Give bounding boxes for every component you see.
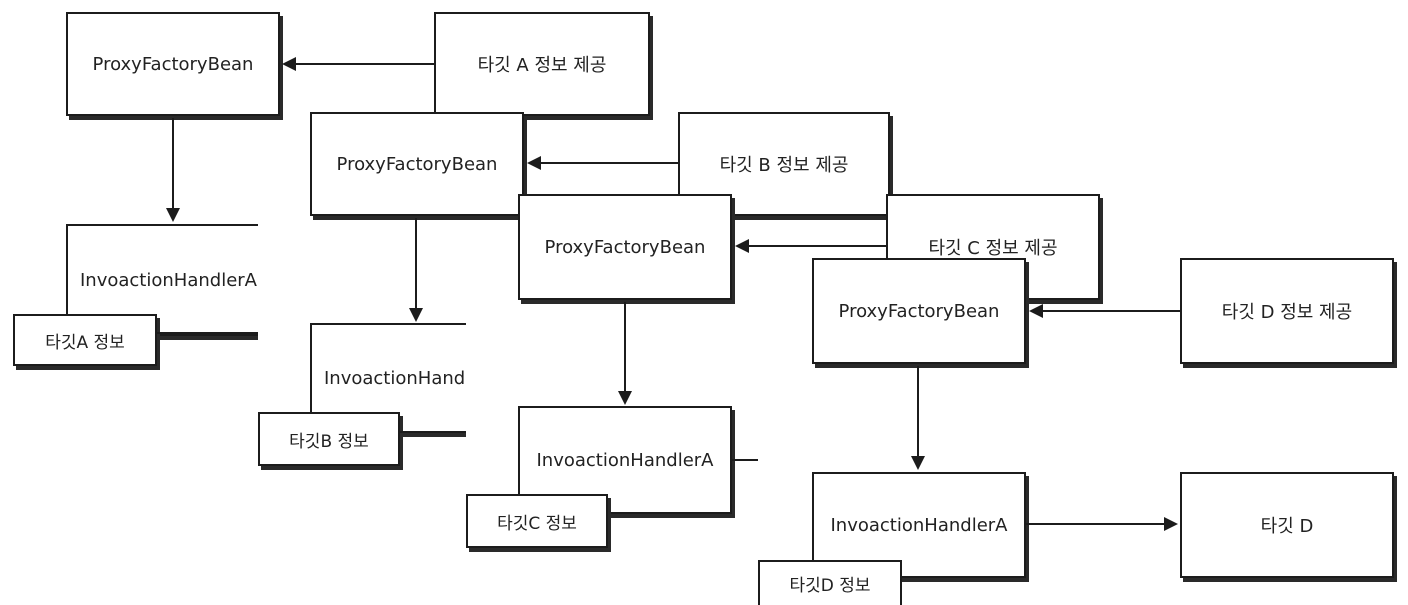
proxy-factory-bean-b-label: ProxyFactoryBean: [336, 153, 498, 175]
arrow-head-provider-to-proxy-b: [527, 156, 541, 170]
invocation-handler-b-label: InvoactionHand: [324, 367, 466, 389]
target-c-info[interactable]: 타깃C 정보: [466, 494, 608, 548]
arrow-head-proxy-to-handler-c: [618, 391, 632, 405]
invocation-handler-b[interactable]: InvoactionHand: [310, 323, 466, 433]
arrow-head-handler-to-target-d: [1164, 517, 1178, 531]
target-d-info-label: 타깃D 정보: [789, 576, 871, 596]
target-b-info-provider-label: 타깃 B 정보 제공: [719, 155, 849, 176]
target-d-info-provider-label: 타깃 D 정보 제공: [1221, 302, 1353, 323]
invocation-handler-c-label: InvoactionHandlerA: [536, 449, 714, 471]
target-a-info[interactable]: 타깃A 정보: [13, 314, 157, 366]
target-a-info-provider[interactable]: 타깃 A 정보 제공: [434, 12, 650, 116]
proxy-factory-bean-a-label: ProxyFactoryBean: [92, 53, 254, 75]
arrow-head-proxy-to-handler-d: [911, 456, 925, 470]
target-c-info-provider-label: 타깃 C 정보 제공: [928, 238, 1058, 259]
arrow-head-provider-to-proxy-a: [282, 57, 296, 71]
target-b-info[interactable]: 타깃B 정보: [258, 412, 400, 466]
proxy-factory-bean-b[interactable]: ProxyFactoryBean: [310, 112, 524, 216]
proxy-factory-bean-c-label: ProxyFactoryBean: [544, 236, 706, 258]
target-c-info-label: 타깃C 정보: [497, 513, 577, 534]
invocation-handler-a-label: InvoactionHandlerA: [80, 269, 257, 291]
proxy-factory-bean-a[interactable]: ProxyFactoryBean: [66, 12, 280, 116]
arrow-head-provider-to-proxy-c: [735, 239, 749, 253]
target-b-info-label: 타깃B 정보: [289, 431, 369, 452]
proxy-factory-bean-d-label: ProxyFactoryBean: [838, 300, 1000, 322]
proxy-factory-bean-d[interactable]: ProxyFactoryBean: [812, 258, 1026, 364]
arrow-head-provider-to-proxy-d: [1029, 304, 1043, 318]
target-d[interactable]: 타깃 D: [1180, 472, 1394, 578]
target-d-info[interactable]: 타깃D 정보: [758, 560, 902, 605]
arrow-head-proxy-to-handler-a: [166, 208, 180, 222]
arrow-head-proxy-to-handler-b: [409, 308, 423, 322]
proxy-factory-bean-c[interactable]: ProxyFactoryBean: [518, 194, 732, 300]
target-a-info-provider-label: 타깃 A 정보 제공: [477, 55, 607, 76]
target-d-info-provider[interactable]: 타깃 D 정보 제공: [1180, 258, 1394, 364]
target-a-info-label: 타깃A 정보: [45, 332, 125, 353]
target-d-label: 타깃 D: [1260, 516, 1314, 537]
invocation-handler-d-label: InvoactionHandlerA: [830, 514, 1008, 536]
